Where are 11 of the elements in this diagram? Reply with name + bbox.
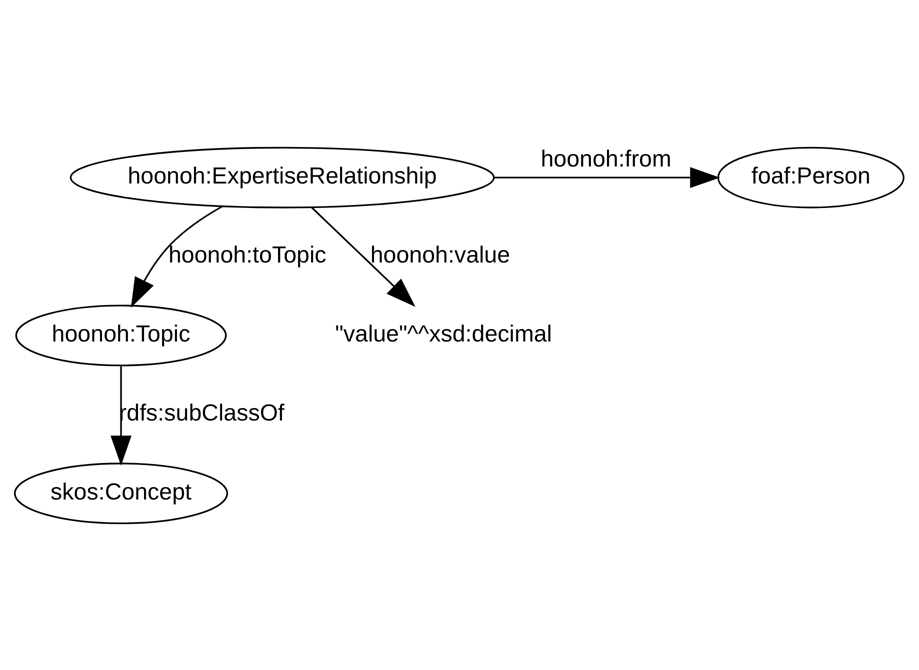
node-ellipse: skos:Concept: [14, 462, 228, 524]
arrow: [494, 166, 720, 188]
arrow: [130, 205, 222, 308]
edge-label: hoonoh:value: [370, 241, 510, 268]
edge-label: hoonoh:toTopic: [168, 241, 326, 268]
arrow: [311, 206, 416, 306]
node-ellipse: hoonoh:Topic: [15, 304, 227, 366]
node-ellipse: hoonoh:ExpertiseRelationship: [70, 146, 495, 208]
edge-label: hoonoh:from: [540, 144, 672, 171]
node-ellipse: foaf:Person: [717, 146, 904, 208]
node-text: "value"^^xsd:decimal: [335, 320, 552, 346]
